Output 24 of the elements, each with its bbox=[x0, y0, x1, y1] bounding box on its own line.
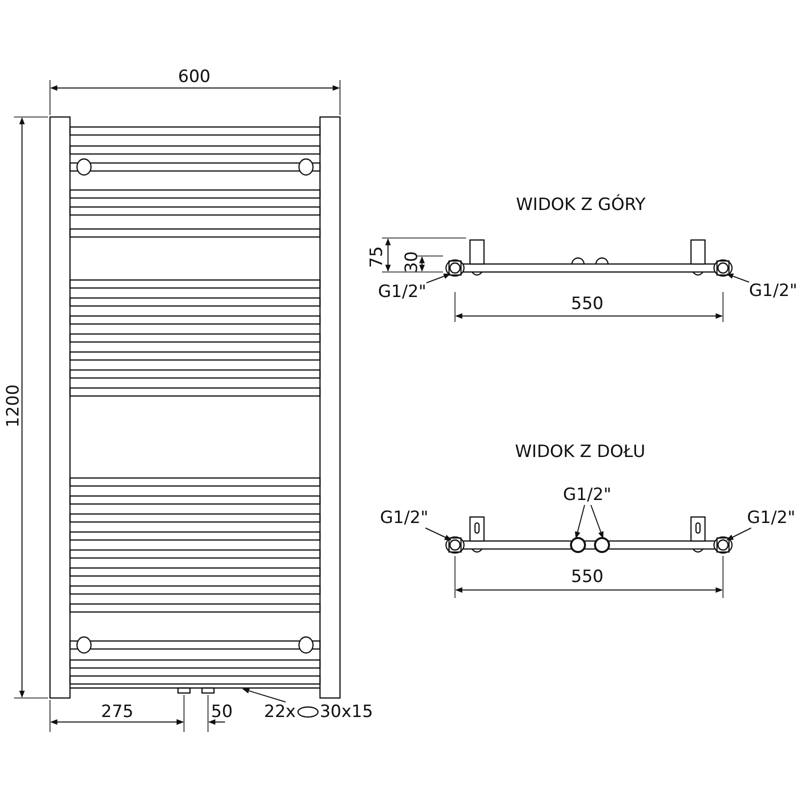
leader-line bbox=[426, 274, 451, 284]
leader-line bbox=[726, 528, 752, 540]
thread-size-label: G1/2" bbox=[749, 281, 798, 301]
leader-line bbox=[574, 504, 586, 539]
dimension-value: 75 bbox=[366, 246, 387, 268]
thread-size-label: G1/2" bbox=[378, 282, 426, 302]
dimension-value: 550 bbox=[571, 567, 604, 587]
dimension-value: 1200 bbox=[4, 384, 24, 428]
leader-line bbox=[590, 504, 604, 539]
dimension-value: 550 bbox=[571, 294, 604, 314]
thread-size-label: G1/2" bbox=[380, 508, 428, 528]
dimension-value: 30 bbox=[402, 251, 422, 273]
rail-size-text: 22x bbox=[264, 702, 296, 722]
dimension-value: 50 bbox=[211, 702, 233, 722]
leader-line bbox=[726, 274, 750, 283]
dimension-value: 600 bbox=[178, 67, 210, 87]
leader-line bbox=[425, 528, 452, 540]
view-title: WIDOK Z GÓRY bbox=[516, 195, 646, 215]
thread-size-label: G1/2" bbox=[747, 508, 796, 528]
view-title: WIDOK Z DOŁU bbox=[515, 442, 646, 462]
dimension-value: 275 bbox=[101, 702, 134, 722]
rail-size-text: 30x15 bbox=[320, 702, 374, 722]
thread-size-label: G1/2" bbox=[563, 485, 612, 505]
leader-line bbox=[242, 688, 286, 702]
